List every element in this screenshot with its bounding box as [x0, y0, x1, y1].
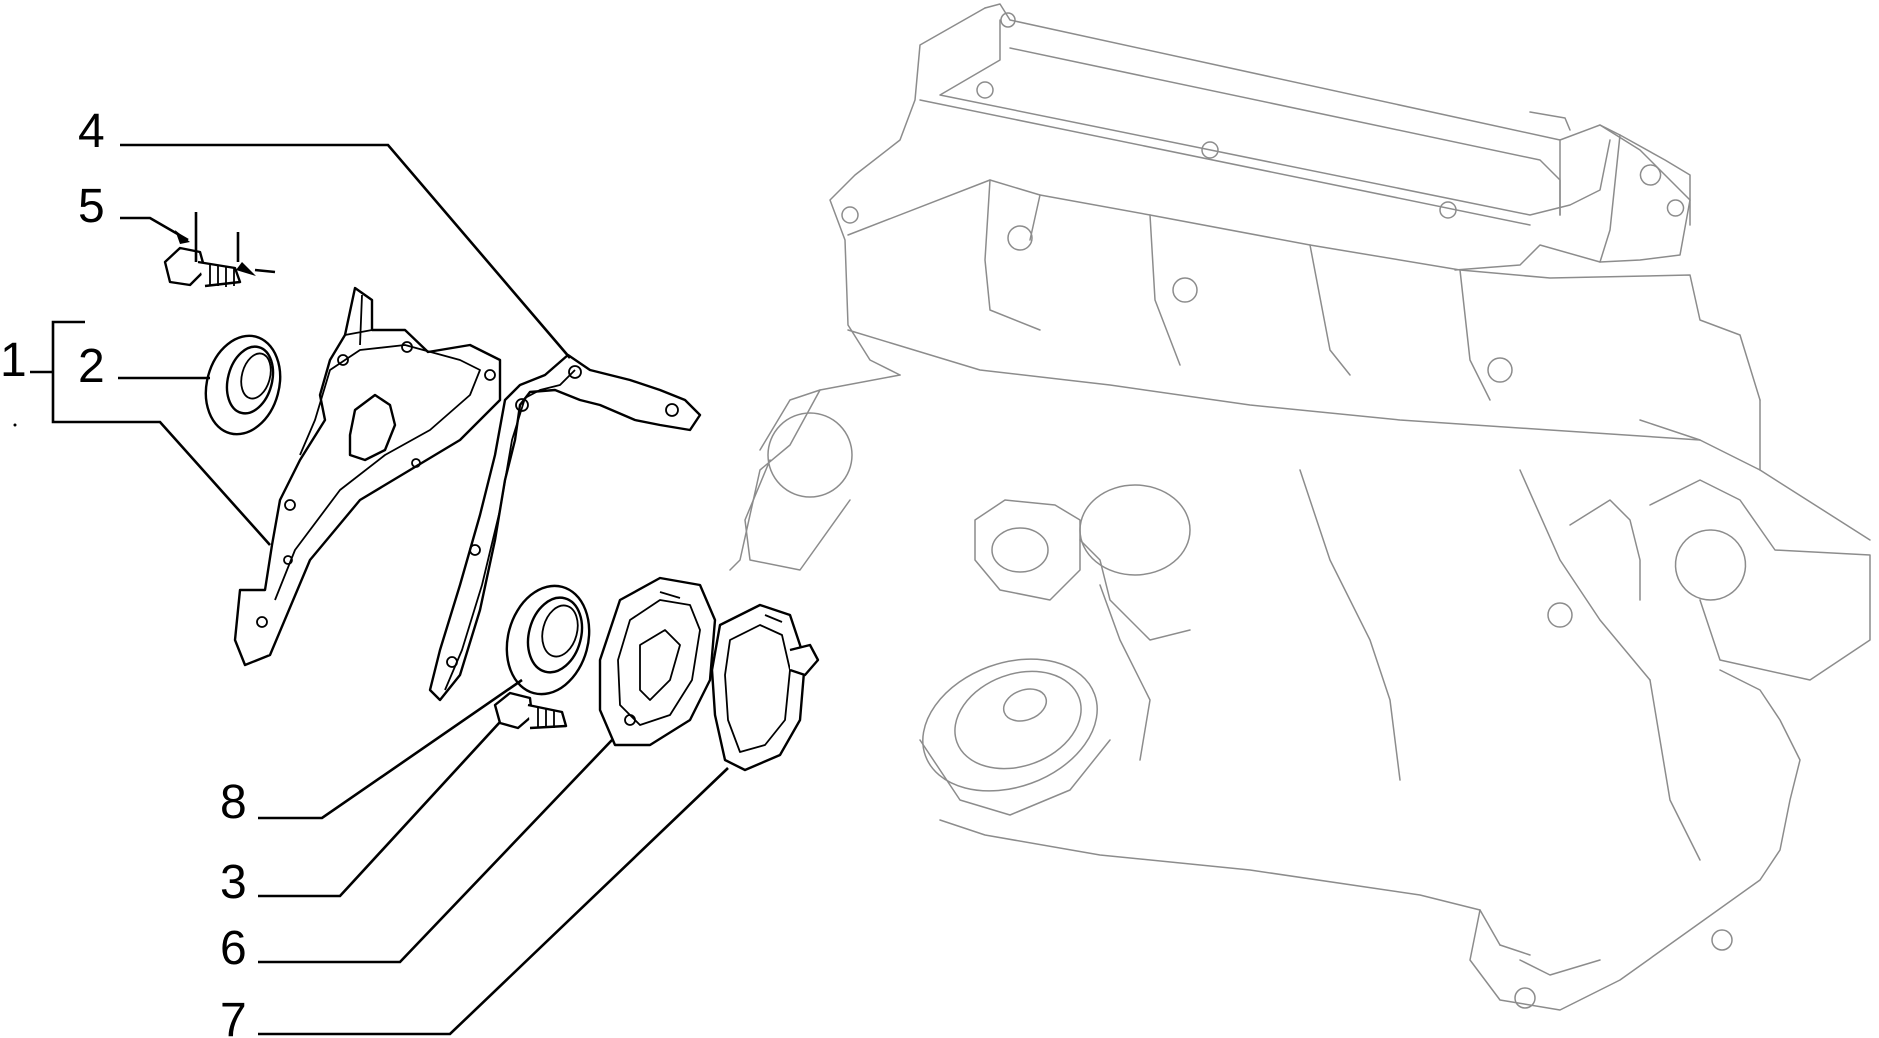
engine-block	[729, 3, 1871, 1011]
callout-7: 7	[220, 994, 247, 1038]
oil-seal-part-2	[204, 334, 282, 436]
callout-3: 3	[220, 856, 247, 909]
callout-8: 8	[220, 776, 247, 829]
front-cover-part-1	[233, 286, 502, 667]
callout-5: 5	[78, 180, 105, 233]
flange-gasket-part-7	[710, 603, 820, 772]
callout-labels: 4 5 1 2 8 3 6 7	[0, 105, 247, 1038]
oil-seal-part-8	[505, 584, 591, 696]
flange-part-6	[598, 576, 717, 747]
bolt-part-5	[163, 246, 242, 288]
callout-2: 2	[78, 340, 105, 393]
callout-1: 1	[0, 334, 27, 387]
callout-6: 6	[220, 922, 247, 975]
cover-gasket-part-4	[428, 353, 702, 702]
leader-lines	[13, 143, 729, 1036]
bolt-part-3	[493, 691, 568, 730]
callout-4: 4	[78, 105, 105, 158]
